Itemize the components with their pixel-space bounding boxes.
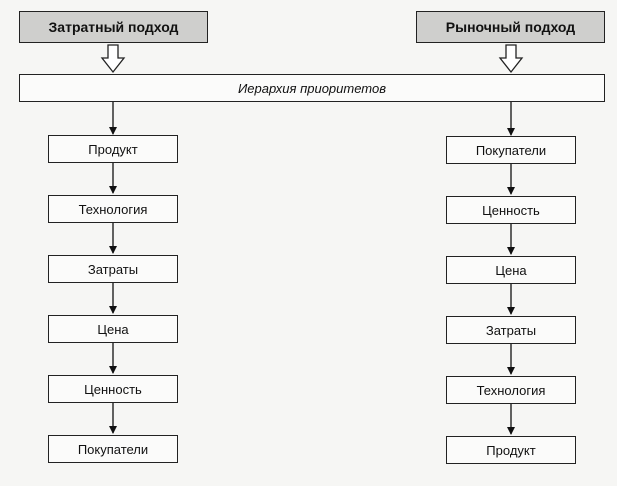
left-hollow-arrow [100, 44, 126, 74]
right-hollow-arrow [498, 44, 524, 74]
left-step-2: Технология [48, 195, 178, 223]
left-step-5: Ценность [48, 375, 178, 403]
right-step-6: Продукт [446, 436, 576, 464]
right-step-4: Затраты [446, 316, 576, 344]
left-step-6: Покупатели [48, 435, 178, 463]
left-header: Затратный подход [19, 11, 208, 43]
right-step-1: Покупатели [446, 136, 576, 164]
hierarchy-bar: Иерархия приоритетов [19, 74, 605, 102]
right-step-2: Ценность [446, 196, 576, 224]
left-step-4: Цена [48, 315, 178, 343]
left-step-1: Продукт [48, 135, 178, 163]
right-step-5: Технология [446, 376, 576, 404]
right-header: Рыночный подход [416, 11, 605, 43]
left-step-3: Затраты [48, 255, 178, 283]
right-step-3: Цена [446, 256, 576, 284]
